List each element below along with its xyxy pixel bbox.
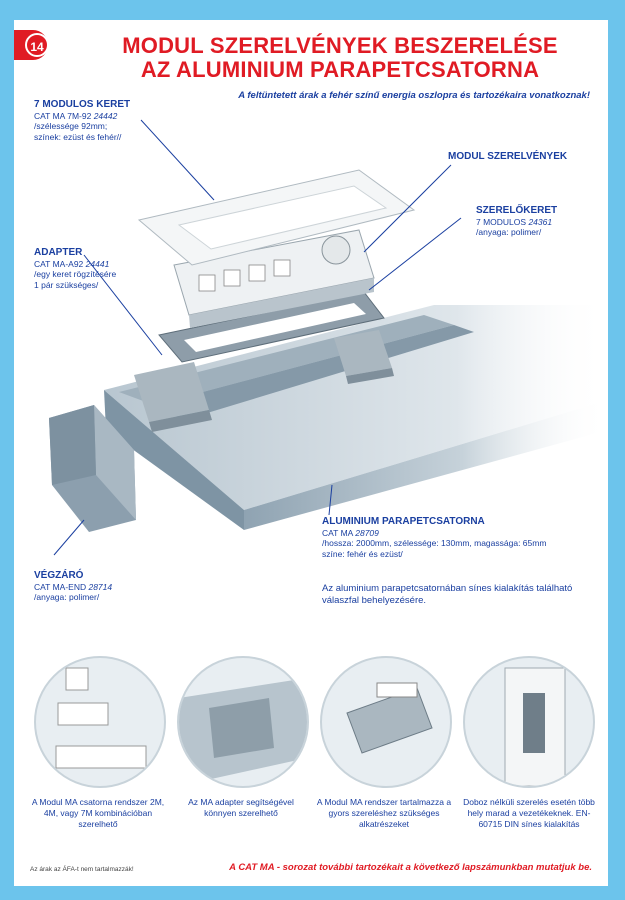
label-mounting-frame-material: /anyaga: polimer/ xyxy=(476,227,542,237)
partition-note: Az aluminium parapetcsatornában sínes ki… xyxy=(322,583,573,606)
label-mounting-frame-code: 24361 xyxy=(528,216,553,227)
label-adapter: ADAPTER CAT MA-A92 24441 /egy keret rögz… xyxy=(34,247,164,290)
module-combinations-illustration xyxy=(55,667,147,769)
label-end-cap-heading: VÉGZÁRÓ xyxy=(34,570,84,581)
detail-circle-adapter xyxy=(177,656,309,788)
caption-adapter: Az MA adapter segítségével könnyen szere… xyxy=(188,797,294,818)
price-note: A feltüntetett árak a fehér színű energi… xyxy=(238,90,590,101)
exploded-assembly-illustration xyxy=(49,119,608,556)
label-adapter-note2: 1 pár szükséges/ xyxy=(34,279,99,290)
label-end-cap-code-prefix: CAT MA-END xyxy=(34,581,89,592)
label-cover-frame-heading: 7 MODULOS KERET xyxy=(34,99,131,110)
page-title: MODUL SZERELVÉNYEK BESZERELÉSE AZ ALUMIN… xyxy=(90,34,590,82)
label-adapter-code: 24441 xyxy=(85,258,110,269)
label-end-cap-material: /anyaga: polimer/ xyxy=(34,592,100,602)
label-cover-frame-colors: színek: ezüst és fehér// xyxy=(34,131,122,142)
caption-din-rail: Doboz nélküli szerelés esetén több hely … xyxy=(463,797,595,829)
label-channel-code: 28709 xyxy=(355,527,379,538)
caption-combinations: A Modul MA csatorna rendszer 2M, 4M, vag… xyxy=(31,797,165,829)
adapter-left xyxy=(134,362,212,432)
module-fittings xyxy=(173,229,375,328)
cover-frame-7m xyxy=(137,169,416,266)
parts-kit-illustration xyxy=(346,682,433,754)
vat-note: Az árak az ÁFA-t nem tartalmazzák! xyxy=(30,866,134,873)
label-end-cap-code: 28714 xyxy=(88,581,113,592)
label-end-cap: VÉGZÁRÓ CAT MA-END 28714 /anyaga: polime… xyxy=(34,570,174,603)
label-adapter-heading: ADAPTER xyxy=(34,247,83,258)
page-number: 14 xyxy=(25,33,49,57)
next-page-note: A CAT MA - sorozat további tartozékait a… xyxy=(229,862,592,873)
label-cover-frame: 7 MODULOS KERET CAT MA 7M-92 24442 /szél… xyxy=(34,99,204,142)
label-channel-colors: színe: fehér és ezüst/ xyxy=(322,548,403,559)
label-channel-dimensions: /hossza: 2000mm, szélessége: 130mm, maga… xyxy=(322,538,547,548)
label-mounting-frame-heading: SZERELŐKERET xyxy=(476,205,558,216)
detail-circle-parts xyxy=(320,656,452,788)
title-line-1: MODUL SZERELVÉNYEK BESZERELÉSE xyxy=(122,33,558,58)
detail-circle-din-rail xyxy=(463,656,595,788)
label-channel-code-prefix: CAT MA xyxy=(322,527,356,538)
label-module-fittings: MODUL SZERELVÉNYEK xyxy=(448,151,598,163)
label-module-fittings-heading: MODUL SZERELVÉNYEK xyxy=(448,151,568,162)
label-cover-frame-width: /szélessége 92mm; xyxy=(34,121,108,131)
label-mounting-frame-code-prefix: 7 MODULOS xyxy=(476,216,529,227)
adapter-detail-illustration xyxy=(179,678,307,786)
adapter-right xyxy=(334,330,394,384)
label-adapter-code-prefix: CAT MA-A92 xyxy=(34,258,86,269)
label-cover-frame-code-prefix: CAT MA 7M-92 xyxy=(34,110,94,121)
leader-lines xyxy=(53,119,462,556)
label-cover-frame-code: 24442 xyxy=(93,110,118,121)
label-adapter-note1: /egy keret rögzítésére xyxy=(34,269,117,279)
din-rail-illustration xyxy=(504,667,566,786)
label-channel-heading: ALUMINIUM PARAPETCSATORNA xyxy=(322,516,485,527)
title-line-2: AZ ALUMINIUM PARAPETCSATORNA xyxy=(140,57,540,82)
caption-parts: A Modul MA rendszer tartalmazza a gyors … xyxy=(316,797,452,829)
label-channel: ALUMINIUM PARAPETCSATORNA CAT MA 28709 /… xyxy=(322,516,602,559)
detail-circle-combinations xyxy=(34,656,166,788)
label-mounting-frame: SZERELŐKERET 7 MODULOS 24361 /anyaga: po… xyxy=(476,205,596,238)
end-cap xyxy=(49,405,136,532)
